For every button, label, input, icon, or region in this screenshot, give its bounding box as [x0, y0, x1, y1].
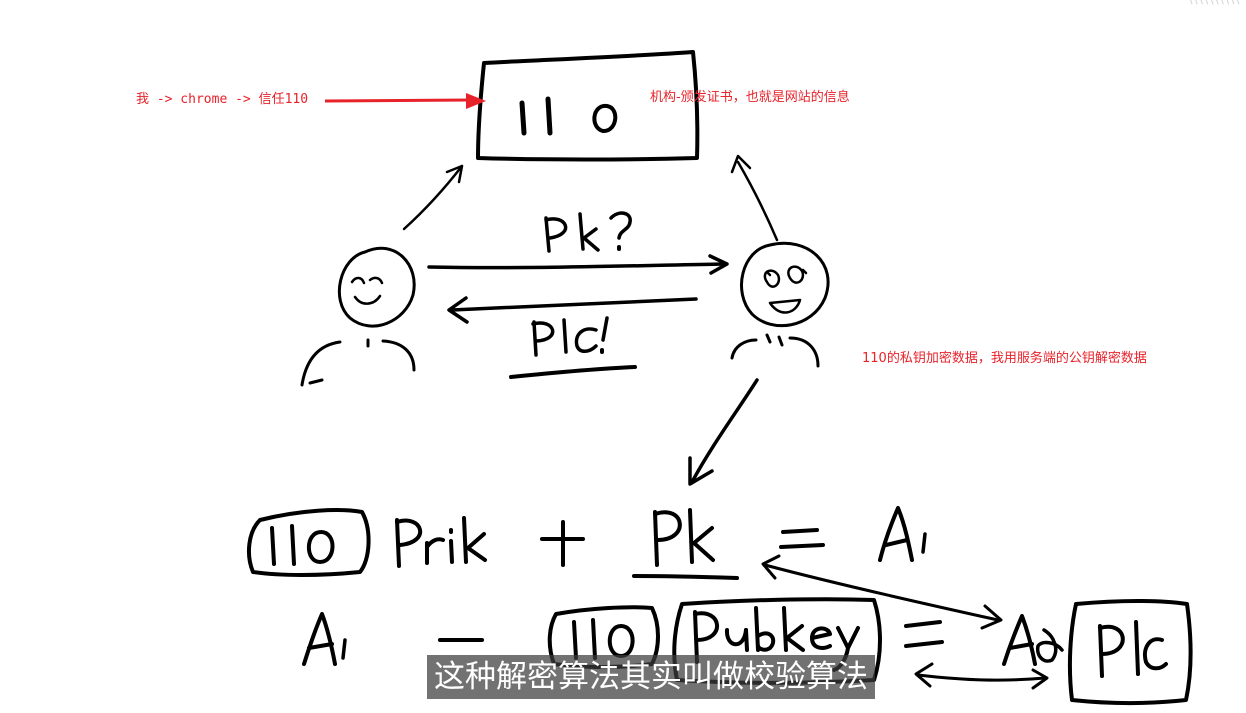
right-trust-arrow — [730, 154, 779, 242]
pk-question-label — [544, 211, 632, 253]
ca-box-110 — [476, 50, 700, 162]
formula-line-2 — [302, 597, 1193, 705]
left-person — [300, 246, 416, 387]
pk-exclaim-label — [509, 316, 637, 379]
video-subtitle: 这种解密算法其实叫做校验算法 — [427, 655, 875, 699]
annotation-trust-chain: 我 -> chrome -> 信任110 — [136, 92, 309, 107]
right-person — [730, 241, 830, 368]
down-arrow — [688, 378, 759, 486]
response-arrow — [447, 296, 698, 324]
link-arrow-lower — [914, 662, 1049, 690]
annotation-private-key-encrypt: 110的私钥加密数据，我用服务端的公钥解密数据 — [862, 351, 1147, 366]
request-arrow — [427, 254, 729, 275]
link-arrow-upper — [761, 554, 1003, 630]
red-arrow — [324, 93, 486, 109]
annotation-ca-issue-cert: 机构-颁发证书，也就是网站的信息 — [650, 90, 850, 105]
watermark: \\\\\\\\\\ — [1188, 0, 1240, 7]
left-trust-arrow — [402, 164, 464, 231]
formula-line-1 — [246, 506, 927, 580]
